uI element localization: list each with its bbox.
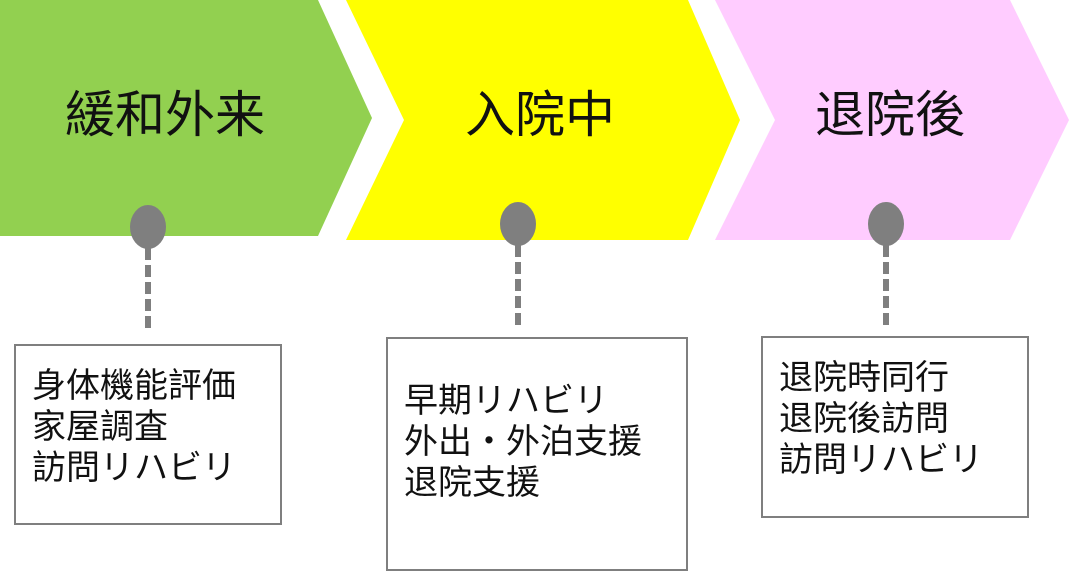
pin-head-inpatient: [500, 202, 536, 246]
pin-connector-outpatient: [145, 248, 151, 328]
stage-title-inpatient: 入院中: [465, 86, 615, 144]
note-item: 身体機能評価: [32, 366, 236, 406]
note-item: 早期リハビリ: [404, 381, 608, 421]
note-item: 退院時同行: [779, 358, 949, 398]
note-item: 外出・外泊支援: [404, 422, 642, 462]
stage-arrow-outpatient: [0, 0, 372, 236]
note-box-outpatient: 身体機能評価 家屋調査 訪問リハビリ: [14, 344, 282, 525]
note-item: 退院後訪問: [779, 399, 949, 439]
pin-connector-inpatient: [515, 245, 521, 325]
stage-title-outpatient: 緩和外来: [65, 86, 265, 144]
pin-head-outpatient: [130, 205, 166, 249]
stage-title-post-discharge: 退院後: [815, 86, 965, 144]
note-item: 家屋調査: [32, 407, 168, 447]
note-box-post-discharge: 退院時同行 退院後訪問 訪問リハビリ: [761, 336, 1029, 518]
note-item: 訪問リハビリ: [779, 440, 983, 480]
note-box-inpatient: 早期リハビリ 外出・外泊支援 退院支援: [386, 337, 688, 571]
pin-connector-post-discharge: [883, 245, 889, 325]
stage-arrow-post-discharge: [715, 0, 1069, 240]
stage-arrow-inpatient: [346, 0, 740, 240]
note-item: 退院支援: [404, 463, 540, 503]
note-item: 訪問リハビリ: [32, 448, 236, 488]
pin-head-post-discharge: [868, 202, 904, 246]
